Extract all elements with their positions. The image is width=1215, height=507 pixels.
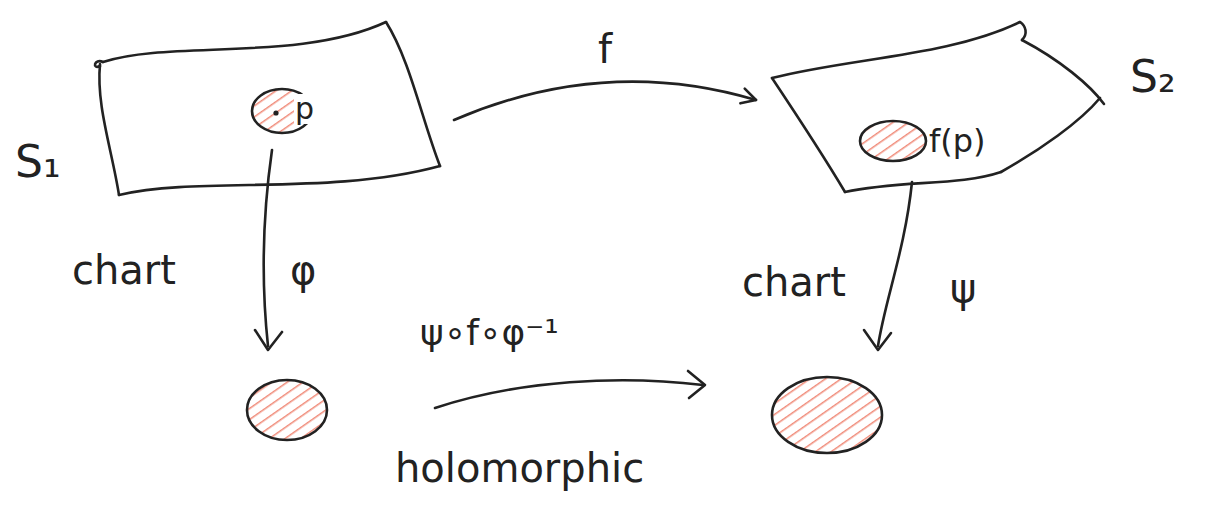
image-neighbourhood: f(p)	[855, 115, 1020, 170]
arrow-head	[740, 89, 756, 104]
transition-arrow	[435, 380, 703, 408]
transition-map-label: ψ∘f∘φ⁻¹	[420, 315, 559, 351]
property-label: holomorphic	[395, 448, 644, 488]
chart-arrow	[878, 182, 912, 346]
chart-disk	[772, 377, 882, 453]
surface-label: S₁	[15, 140, 61, 184]
chart-map-label: φ	[290, 250, 316, 290]
riemann-surface: S₁ p	[10, 5, 450, 205]
point-label: p	[294, 94, 315, 124]
arrow-head	[688, 371, 705, 398]
map-label: f	[595, 29, 615, 69]
chart-label: chart	[742, 262, 846, 302]
riemann-surface-outline	[760, 5, 1210, 205]
chart-label: chart	[72, 250, 176, 290]
point-label: f(p)	[929, 125, 986, 157]
map-arrow-line	[454, 82, 756, 120]
arrow-head	[255, 330, 282, 350]
point-neighbourhood: p	[250, 86, 322, 136]
riemann-surface-outline	[10, 5, 450, 205]
chart-map-label: ψ	[950, 268, 976, 308]
chart-disk	[247, 380, 327, 440]
map-arrow	[454, 82, 756, 120]
chart-arrow	[264, 150, 272, 346]
surface-label: S₂	[1130, 55, 1176, 99]
arrow-head	[864, 330, 891, 350]
riemann-surface: S₂ f(p)	[760, 5, 1210, 205]
